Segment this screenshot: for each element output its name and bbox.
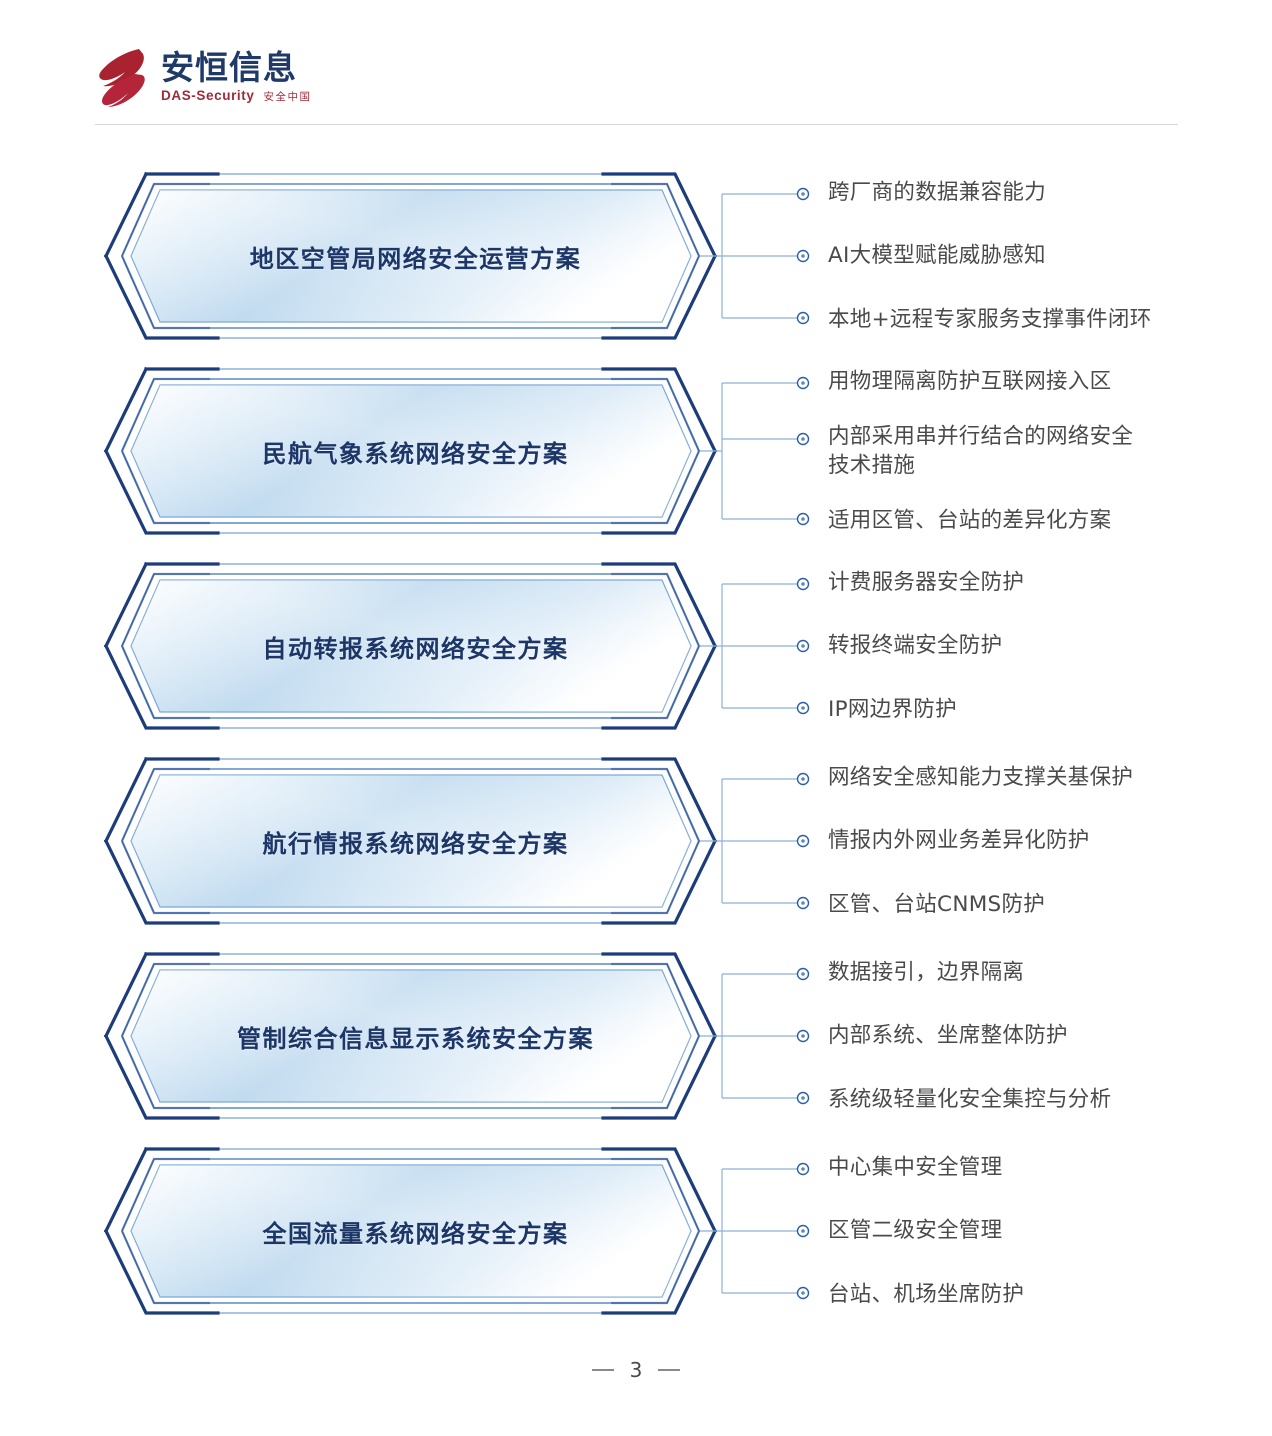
page-header: 安恒信息 DAS-Security 安全中国: [0, 0, 1272, 130]
section-connector: [700, 361, 820, 541]
bullet-item: 用物理隔离防护互联网接入区: [828, 369, 1112, 394]
bullet-item: 情报内外网业务差异化防护: [828, 828, 1090, 854]
brand-logo: 安恒信息 DAS-Security 安全中国: [95, 46, 311, 108]
bullet-item: 转报终端安全防护: [828, 633, 1003, 659]
bullet-item: 跨厂商的数据兼容能力: [828, 180, 1047, 205]
section-title: 管制综合信息显示系统安全方案: [237, 1024, 594, 1053]
section-banner-hexagon[interactable]: 全国流量系统网络安全方案: [98, 1141, 723, 1321]
bullet-item: AI大模型赋能威胁感知: [828, 243, 1046, 269]
section-row: 地区空管局网络安全运营方案 跨厂商的数据兼容能力 AI大模型赋能威胁感知: [0, 160, 1272, 355]
footer-dash-left: [591, 1369, 614, 1371]
bullet-item: 数据接引，边界隔离: [828, 960, 1025, 985]
bullet-item: 系统级轻量化安全集控与分析: [828, 1086, 1112, 1112]
footer-dash-right: [658, 1369, 681, 1371]
section-title: 航行情报系统网络安全方案: [262, 829, 569, 858]
section-bullet-list: 中心集中安全管理 区管二级安全管理 台站、机场坐席防护: [828, 1141, 1228, 1321]
bullet-item: 计费服务器安全防护: [828, 570, 1025, 595]
section-bullet-list: 用物理隔离防护互联网接入区 内部采用串并行结合的网络安全 技术措施 适用区管、台…: [828, 361, 1228, 541]
section-connector: [700, 946, 820, 1126]
bullet-item: 台站、机场坐席防护: [828, 1281, 1025, 1307]
section-row: 民航气象系统网络安全方案 用物理隔离防护互联网接入区 内部采用串并行结合的: [0, 355, 1272, 550]
bullet-item: 区管二级安全管理: [828, 1218, 1003, 1244]
section-banner-hexagon[interactable]: 地区空管局网络安全运营方案: [98, 166, 723, 346]
header-divider: [95, 124, 1178, 125]
brand-name-cn: 安恒信息: [161, 48, 297, 88]
bullet-item: 网络安全感知能力支撑关基保护: [828, 765, 1134, 790]
section-bullet-list: 网络安全感知能力支撑关基保护 情报内外网业务差异化防护 区管、台站CNMS防护: [828, 751, 1228, 931]
section-row: 管制综合信息显示系统安全方案 数据接引，边界隔离 内部系统、坐席整体防护: [0, 940, 1272, 1135]
section-banner-hexagon[interactable]: 管制综合信息显示系统安全方案: [98, 946, 723, 1126]
das-security-swoosh-icon: [99, 49, 145, 107]
section-bullet-list: 计费服务器安全防护 转报终端安全防护 IP网边界防护: [828, 556, 1228, 736]
bullet-item: 内部采用串并行结合的网络安全 技术措施: [828, 423, 1134, 478]
brand-slogan: 安全中国: [263, 91, 312, 104]
bullet-item: 区管、台站CNMS防护: [828, 891, 1046, 917]
bullet-item: 内部系统、坐席整体防护: [828, 1023, 1068, 1049]
sections-list: 地区空管局网络安全运营方案 跨厂商的数据兼容能力 AI大模型赋能威胁感知: [0, 160, 1272, 1330]
section-row: 自动转报系统网络安全方案 计费服务器安全防护 转报终端安全防护: [0, 550, 1272, 745]
section-banner-hexagon[interactable]: 自动转报系统网络安全方案: [98, 556, 723, 736]
section-bullet-list: 跨厂商的数据兼容能力 AI大模型赋能威胁感知 本地+远程专家服务支撑事件闭环: [828, 166, 1228, 346]
section-connector: [700, 751, 820, 931]
section-title: 民航气象系统网络安全方案: [262, 439, 569, 468]
page-footer: 3: [0, 1358, 1272, 1382]
bullet-item: 本地+远程专家服务支撑事件闭环: [828, 306, 1152, 332]
bullet-item: IP网边界防护: [828, 696, 957, 722]
bullet-item: 中心集中安全管理: [828, 1155, 1003, 1180]
section-title: 自动转报系统网络安全方案: [262, 634, 569, 663]
section-bullet-list: 数据接引，边界隔离 内部系统、坐席整体防护 系统级轻量化安全集控与分析: [828, 946, 1228, 1126]
section-row: 全国流量系统网络安全方案 中心集中安全管理 区管二级安全管理: [0, 1135, 1272, 1330]
section-row: 航行情报系统网络安全方案 网络安全感知能力支撑关基保护 情报内外网业务差异: [0, 745, 1272, 940]
bullet-item: 适用区管、台站的差异化方案: [828, 507, 1112, 533]
section-connector: [700, 556, 820, 736]
section-title: 地区空管局网络安全运营方案: [249, 244, 582, 273]
brand-name-en: DAS-Security: [161, 88, 255, 104]
section-banner-hexagon[interactable]: 航行情报系统网络安全方案: [98, 751, 723, 931]
section-connector: [700, 166, 820, 346]
page-number: 3: [629, 1358, 643, 1382]
section-connector: [700, 1141, 820, 1321]
section-title: 全国流量系统网络安全方案: [262, 1219, 569, 1248]
section-banner-hexagon[interactable]: 民航气象系统网络安全方案: [98, 361, 723, 541]
brand-logo-text: 安恒信息 DAS-Security 安全中国: [161, 51, 311, 102]
